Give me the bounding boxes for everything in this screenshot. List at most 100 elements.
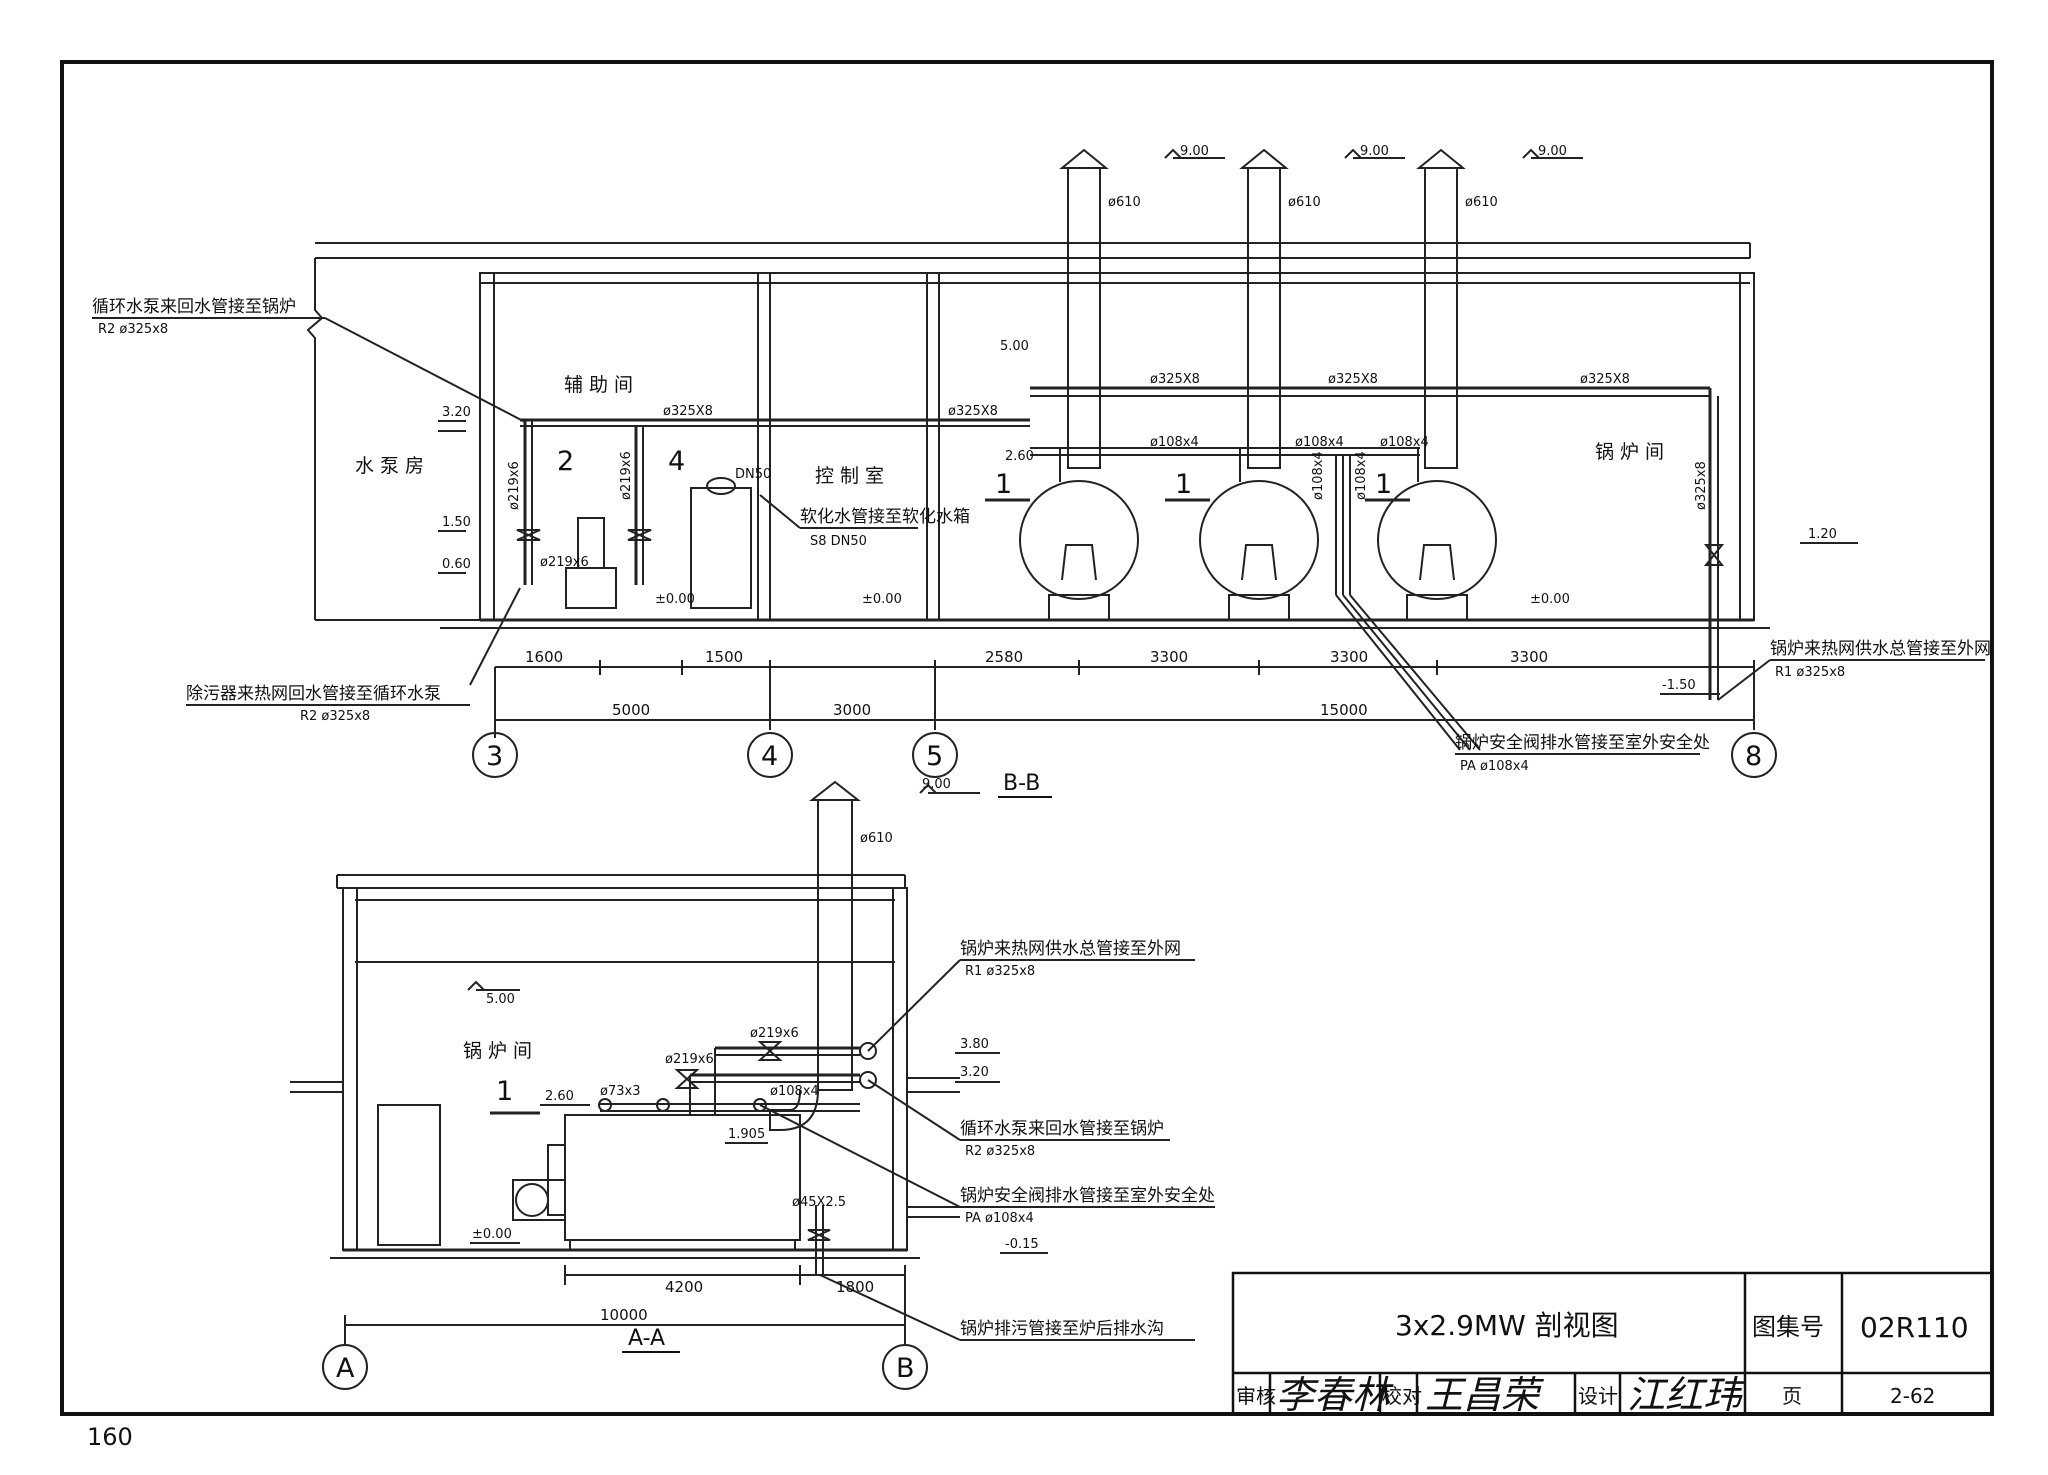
aa-room-boiler: 锅炉间 bbox=[463, 1040, 538, 1062]
aa-pipe-108: ø108x4 bbox=[770, 1084, 819, 1099]
pipe-drain-3: ø108x4 bbox=[1380, 435, 1429, 450]
dim-3300-1: 3300 bbox=[1150, 648, 1188, 666]
review-signature: 李春林 bbox=[1276, 1373, 1394, 1417]
elev-valve: 1.50 bbox=[442, 515, 471, 530]
tag-boiler-1: 1 bbox=[995, 469, 1012, 500]
dim-2580: 2580 bbox=[985, 648, 1023, 666]
room-boiler: 锅炉间 bbox=[1595, 441, 1670, 463]
check-label: 校对 bbox=[1382, 1384, 1422, 1408]
pipe-pump-1: ø219x6 bbox=[507, 461, 522, 510]
tag-pump: 2 bbox=[557, 446, 574, 477]
aa-pipe-219-1: ø219x6 bbox=[750, 1026, 799, 1041]
aa-callout-return: 循环水泵来回水管接至锅炉 bbox=[960, 1119, 1164, 1139]
elev-floor-1: ±0.00 bbox=[655, 592, 695, 607]
atlas-number: 02R110 bbox=[1860, 1311, 1969, 1344]
axis-5: 5 bbox=[926, 741, 943, 772]
aa-callout-return-sub: R2 ø325x8 bbox=[965, 1144, 1035, 1159]
callout-softener-sub: S8 DN50 bbox=[810, 534, 867, 549]
elev-header: 3.20 bbox=[442, 405, 471, 420]
pipe-header-5: ø325X8 bbox=[1580, 372, 1630, 387]
elev-outlet: 1.20 bbox=[1808, 527, 1837, 542]
section-aa bbox=[290, 780, 1215, 1390]
callout-supply-out: 锅炉来热网供水总管接至外网 bbox=[1770, 639, 1991, 659]
tag-softener: 4 bbox=[668, 446, 685, 477]
design-label: 设计 bbox=[1578, 1384, 1618, 1408]
atlas-label: 图集号 bbox=[1752, 1313, 1824, 1341]
room-control: 控制室 bbox=[815, 465, 890, 487]
pipe-header-1: ø325X8 bbox=[663, 404, 713, 419]
pipe-pump-2: ø219x6 bbox=[619, 451, 634, 500]
aa-elev-380: 3.80 bbox=[960, 1037, 989, 1052]
aa-pipe-45: ø45X2.5 bbox=[792, 1195, 846, 1210]
section-bb bbox=[92, 148, 1985, 778]
dim-3300-2: 3300 bbox=[1330, 648, 1368, 666]
pipe-header-4: ø325X8 bbox=[1328, 372, 1378, 387]
pipe-chimney-2: ø610 bbox=[1288, 195, 1321, 210]
pipe-header-2: ø325X8 bbox=[948, 404, 998, 419]
callout-return-to-boiler-sub: R2 ø325x8 bbox=[98, 322, 168, 337]
page-label: 页 bbox=[1782, 1384, 1802, 1408]
elev-boiler-top: 2.60 bbox=[1005, 449, 1034, 464]
elev-underground: -1.50 bbox=[1662, 678, 1696, 693]
aa-dim-10000: 10000 bbox=[600, 1306, 648, 1324]
section-aa-labels: 锅炉间 9.00 5.00 3.80 3.20 2.60 1.905 ±0.00… bbox=[336, 777, 1215, 1384]
dim-1500: 1500 bbox=[705, 648, 743, 666]
dim-15000: 15000 bbox=[1320, 701, 1368, 719]
section-bb-labels: 水泵房 辅助间 控制室 锅炉间 9.00 9.00 9.00 5.00 3.20… bbox=[92, 144, 1991, 798]
callout-return-to-pump-sub: R2 ø325x8 bbox=[300, 709, 370, 724]
dim-5000: 5000 bbox=[612, 701, 650, 719]
room-pump: 水泵房 bbox=[355, 455, 430, 477]
section-aa-name: A-A bbox=[628, 1326, 665, 1351]
aa-elev-1905: 1.905 bbox=[728, 1127, 765, 1142]
sheet-frame bbox=[60, 60, 1994, 1416]
aa-callout-safety-drain: 锅炉安全阀排水管接至室外安全处 bbox=[960, 1186, 1215, 1206]
check-signature: 王昌荣 bbox=[1425, 1373, 1545, 1417]
aa-pipe-73: ø73x3 bbox=[600, 1084, 640, 1099]
aa-tag-boiler: 1 bbox=[496, 1076, 513, 1107]
title-block-text: 3x2.9MW 剖视图 图集号 02R110 审核 李春林 校对 王昌荣 设计 … bbox=[1236, 1309, 1969, 1417]
elev-pump: 0.60 bbox=[442, 557, 471, 572]
elev-floor-3: ±0.00 bbox=[1530, 592, 1570, 607]
dim-1600: 1600 bbox=[525, 648, 563, 666]
tag-boiler-3: 1 bbox=[1375, 469, 1392, 500]
pipe-chimney-1: ø610 bbox=[1108, 195, 1141, 210]
aa-axis-a: A bbox=[336, 1353, 355, 1384]
callout-return-to-boiler: 循环水泵来回水管接至锅炉 bbox=[92, 297, 296, 317]
elev-chimney-2: 9.00 bbox=[1360, 144, 1389, 159]
aa-elev-chimney: 9.00 bbox=[922, 777, 951, 792]
callout-return-to-pump: 除污器来热网回水管接至循环水泵 bbox=[186, 684, 441, 704]
room-aux: 辅助间 bbox=[564, 374, 639, 396]
callout-safety-drain: 锅炉安全阀排水管接至室外安全处 bbox=[1455, 733, 1710, 753]
pipe-drain-1: ø108x4 bbox=[1150, 435, 1199, 450]
aa-elev-floor: ±0.00 bbox=[472, 1227, 512, 1242]
pipe-drain-4: ø108x4 bbox=[1311, 451, 1326, 500]
aa-elev-320: 3.20 bbox=[960, 1065, 989, 1080]
aa-elev-neg: -0.15 bbox=[1005, 1237, 1039, 1252]
pipe-softener: DN50 bbox=[735, 467, 771, 482]
pipe-outlet: ø325x8 bbox=[1694, 461, 1709, 510]
callout-safety-drain-sub: PA ø108x4 bbox=[1460, 759, 1529, 774]
aa-axis-b: B bbox=[896, 1353, 915, 1384]
aa-callout-supply-out: 锅炉来热网供水总管接至外网 bbox=[960, 939, 1181, 959]
dim-3000: 3000 bbox=[833, 701, 871, 719]
pipe-drain-2: ø108x4 bbox=[1295, 435, 1344, 450]
aa-elev-slab: 5.00 bbox=[486, 992, 515, 1007]
design-signature: 江红玮 bbox=[1627, 1373, 1746, 1417]
callout-softener: 软化水管接至软化水箱 bbox=[800, 507, 970, 527]
aa-pipe-chimney: ø610 bbox=[860, 831, 893, 846]
aa-callout-safety-drain-sub: PA ø108x4 bbox=[965, 1211, 1034, 1226]
axis-4: 4 bbox=[761, 741, 778, 772]
tag-boiler-2: 1 bbox=[1175, 469, 1192, 500]
dim-3300-3: 3300 bbox=[1510, 648, 1548, 666]
elev-floor-2: ±0.00 bbox=[862, 592, 902, 607]
aa-callout-supply-out-sub: R1 ø325x8 bbox=[965, 964, 1035, 979]
axis-8: 8 bbox=[1745, 741, 1762, 772]
page-code: 2-62 bbox=[1890, 1384, 1935, 1408]
drawing-title: 3x2.9MW 剖视图 bbox=[1395, 1309, 1619, 1342]
review-label: 审核 bbox=[1236, 1384, 1276, 1408]
title-block bbox=[1231, 1271, 1994, 1416]
aa-pipe-219-2: ø219x6 bbox=[665, 1052, 714, 1067]
aa-dim-4200: 4200 bbox=[665, 1278, 703, 1296]
elev-chimney-1: 9.00 bbox=[1180, 144, 1209, 159]
